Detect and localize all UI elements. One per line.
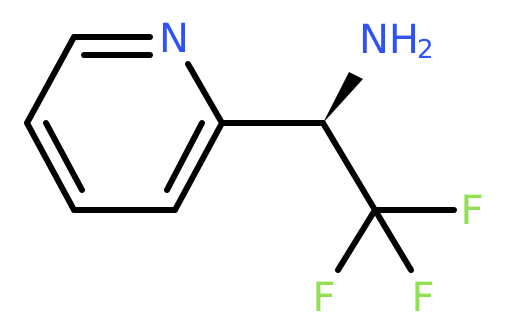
atom-label-amine: NH 2	[359, 17, 434, 65]
atom-label-fluorine-bottom: F	[411, 275, 434, 321]
side-chain	[219, 72, 457, 273]
double-bond-ring-c3-c2-inner	[164, 120, 205, 193]
pyridine-ring	[24, 34, 225, 213]
atom-label-pyridine-nitrogen: N	[159, 16, 189, 62]
bond-ring-c3-c2	[172, 120, 225, 213]
bond-cf3-to-f-bottom	[372, 207, 414, 273]
atom-label-fluorine-left: F	[312, 275, 335, 321]
bond-ring-c6-c5	[24, 34, 77, 126]
amine-subscript: 2	[417, 35, 434, 65]
bond-chiral-to-cf3-carbon	[320, 120, 378, 213]
bond-ring-c2-n1	[185, 61, 225, 126]
bond-ring-c5-c4	[24, 120, 77, 213]
atom-label-fluorine-right: F	[460, 188, 483, 234]
double-bond-ring-c5-c4-inner	[43, 120, 85, 193]
amine-symbol: NH	[359, 17, 419, 63]
wedge-bond-chiral-to-amine	[323, 72, 363, 123]
bond-cf3-to-f-left	[335, 207, 378, 273]
